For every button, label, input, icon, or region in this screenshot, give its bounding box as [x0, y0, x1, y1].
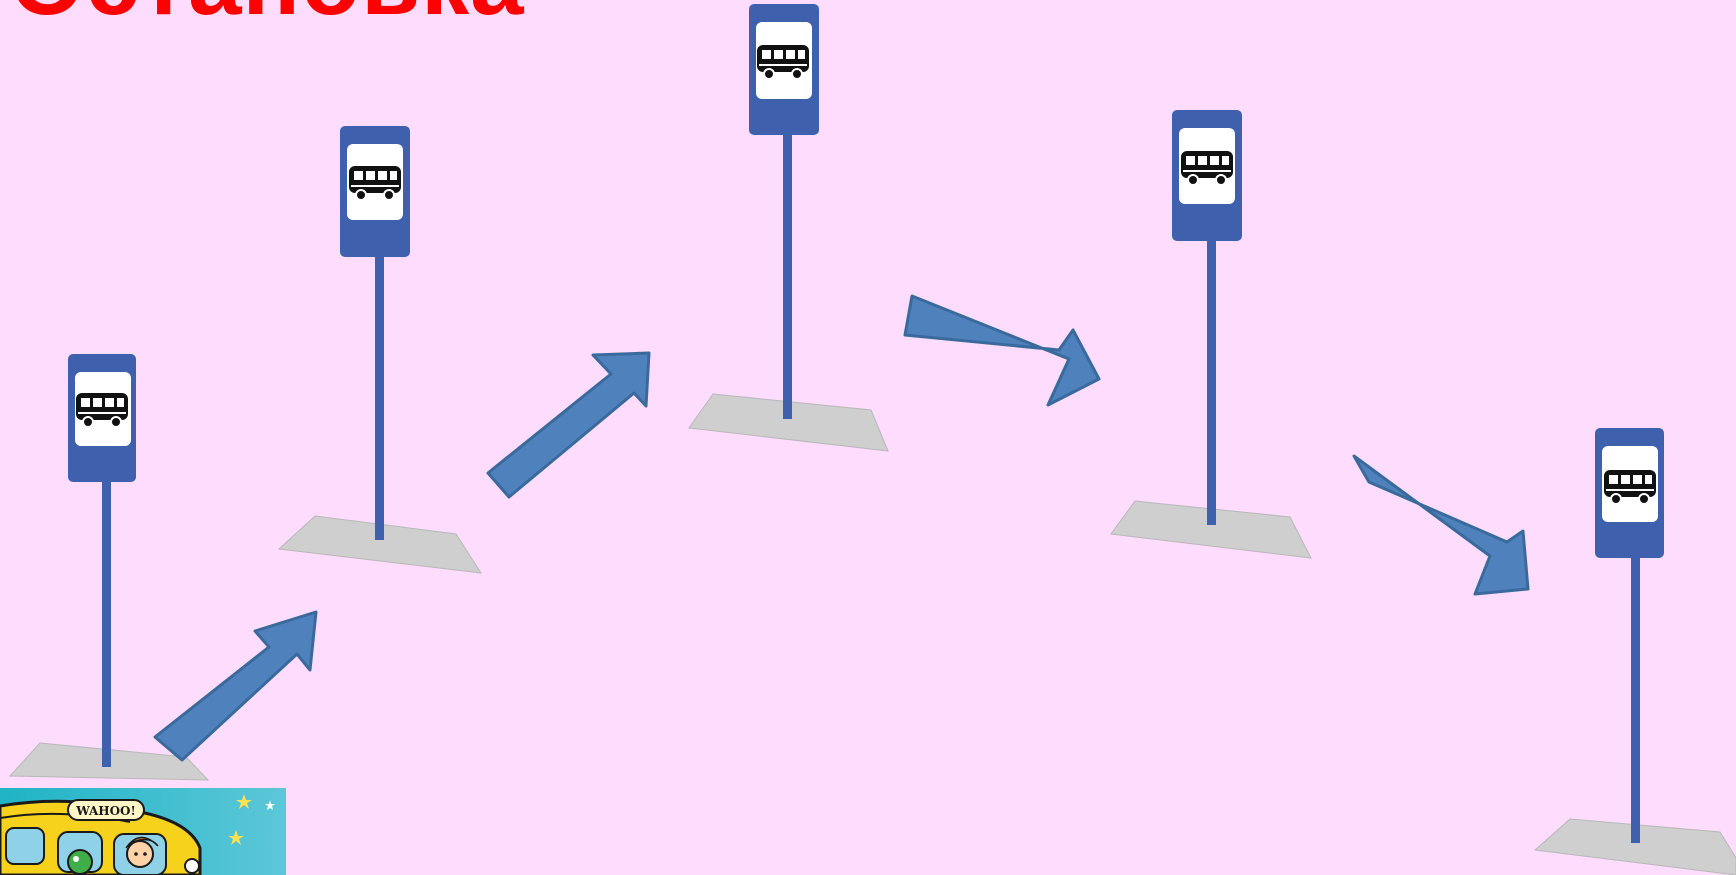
arrow-1 — [155, 612, 316, 760]
bus-stop-5-pole — [1631, 557, 1640, 843]
arrow-2 — [488, 353, 649, 497]
arrow-3 — [905, 296, 1099, 405]
bus-stop-5 — [1535, 428, 1736, 875]
bus-stop-3-pole — [783, 133, 792, 419]
bus-stop-2-pole — [375, 255, 384, 540]
bus-stop-1 — [10, 354, 208, 780]
bus-stop-3 — [689, 4, 888, 451]
cartoon-bus-picture: WAHOO! — [0, 788, 286, 875]
arrow-4 — [1354, 456, 1528, 594]
cartoon-bus-sign-text: WAHOO! — [75, 804, 136, 818]
bus-stop-4-pole — [1207, 241, 1216, 525]
bus-stop-1-pole — [102, 480, 111, 767]
bus-stop-2 — [279, 126, 481, 573]
bus-stop-4 — [1111, 110, 1311, 558]
